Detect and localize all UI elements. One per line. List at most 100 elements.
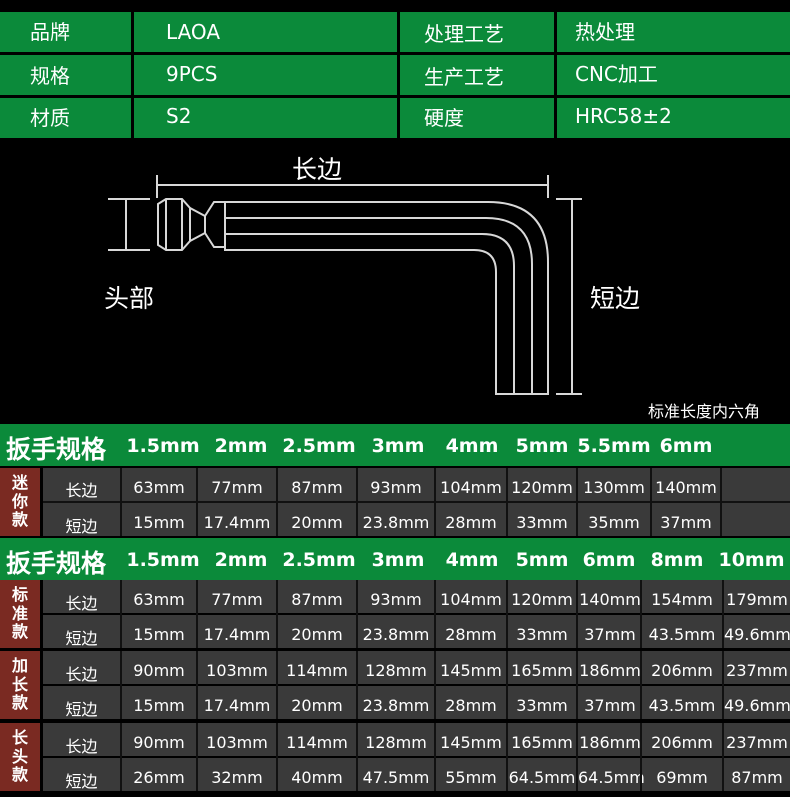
value-cell: 165mm (511, 661, 573, 680)
size-cell: 2mm (214, 435, 268, 457)
size-cell: 5mm (515, 549, 569, 571)
value-cell: 206mm (651, 733, 713, 752)
table-row (43, 758, 790, 791)
category-char: 加 (11, 656, 28, 676)
value-cell: 17.4mm (203, 696, 271, 715)
size-cell: 1.5mm (126, 549, 200, 571)
value-cell: 165mm (511, 733, 573, 752)
value-cell: 35mm (588, 513, 640, 532)
value-cell: 63mm (133, 590, 185, 609)
size-cell: 2.5mm (282, 435, 356, 457)
row-label: 长边 (65, 594, 98, 613)
category-char: 迷 (11, 473, 28, 493)
category-char: 头 (11, 746, 28, 766)
info-value-material: S2 (166, 104, 192, 128)
value-cell: 28mm (445, 625, 497, 644)
category-group: 加长款 (0, 651, 40, 719)
info-value-brand: LAOA (166, 20, 221, 44)
category-group: 标准款 (0, 580, 40, 648)
value-cell: 120mm (511, 478, 573, 497)
info-label-cell: 生产工艺 (400, 55, 554, 95)
value-cell: 104mm (440, 590, 502, 609)
info-label-spec: 规格 (30, 64, 70, 88)
long-side-label: 长边 (292, 155, 343, 184)
table-row (43, 580, 790, 613)
size-cell: 1.5mm (126, 435, 200, 457)
value-cell: 23.8mm (362, 513, 430, 532)
value-cell: 55mm (445, 768, 497, 787)
info-value-production: CNC加工 (575, 62, 658, 86)
value-cell: 47.5mm (362, 768, 430, 787)
value-cell: 145mm (440, 661, 502, 680)
size-cell: 6mm (582, 549, 636, 571)
spec-header-1: 扳手规格 1.5mm 2mm 2.5mm 3mm 4mm 5mm 5.5mm 6… (0, 424, 790, 466)
category-char: 款 (11, 510, 28, 530)
info-value-cell: S2 (134, 98, 397, 138)
table-row (43, 468, 790, 501)
value-cell: 140mm (655, 478, 717, 497)
value-cell: 37mm (584, 696, 636, 715)
size-cell: 5.5mm (577, 435, 651, 457)
value-cell: 33mm (516, 696, 568, 715)
wrench-diagram: 长边 头部 短边 标准长度内六角 (0, 138, 790, 424)
info-label-process: 处理工艺 (424, 22, 504, 46)
info-value-cell: 9PCS (134, 55, 397, 95)
value-cell: 26mm (133, 768, 185, 787)
value-cell: 87mm (291, 478, 343, 497)
value-cell: 128mm (365, 661, 427, 680)
value-cell: 43.5mm (648, 696, 716, 715)
info-label-cell: 规格 (0, 55, 131, 95)
value-cell: 64.5mm (508, 768, 576, 787)
table-row (43, 503, 790, 536)
info-label-cell: 处理工艺 (400, 12, 554, 52)
value-cell: 93mm (370, 478, 422, 497)
mini-group: 迷 你 款 长边 63mm 77mm 87mm 93mm 104mm 120mm… (0, 466, 790, 538)
category-char: 款 (11, 693, 28, 713)
category-char: 你 (11, 491, 28, 511)
value-cell: 28mm (445, 696, 497, 715)
value-cell: 40mm (291, 768, 343, 787)
info-value-cell: LAOA (134, 12, 397, 52)
value-cell: 87mm (731, 768, 783, 787)
value-cell: 145mm (440, 733, 502, 752)
value-cell: 87mm (291, 590, 343, 609)
value-cell: 15mm (133, 513, 185, 532)
value-cell: 49.6mm (724, 696, 790, 715)
table-row (43, 686, 790, 719)
value-cell: 93mm (370, 590, 422, 609)
table-row (43, 723, 790, 756)
value-cell: 63mm (133, 478, 185, 497)
value-cell: 90mm (133, 661, 185, 680)
info-table: 品牌 LAOA 处理工艺 热处理 规格 9PCS 生产工艺 CNC加工 材质 S… (0, 0, 790, 138)
value-cell: 28mm (445, 513, 497, 532)
value-cell: 37mm (660, 513, 712, 532)
value-cell: 69mm (656, 768, 708, 787)
value-cell: 17.4mm (203, 625, 271, 644)
info-label-cell: 材质 (0, 98, 131, 138)
table-row (43, 615, 790, 648)
value-cell: 23.8mm (362, 696, 430, 715)
value-cell: 114mm (286, 733, 348, 752)
value-cell: 33mm (516, 513, 568, 532)
spec-title-2: 扳手规格 (6, 549, 107, 578)
row-label: 短边 (65, 517, 98, 536)
value-cell: 104mm (440, 478, 502, 497)
size-cell: 3mm (371, 549, 425, 571)
size-cell: 6mm (659, 435, 713, 457)
table-row (43, 651, 790, 684)
value-cell: 90mm (133, 733, 185, 752)
value-cell: 23.8mm (362, 625, 430, 644)
category-char: 长 (11, 674, 28, 694)
size-cell: 8mm (650, 549, 704, 571)
value-cell: 103mm (206, 733, 268, 752)
category-char: 款 (11, 765, 28, 785)
value-cell: 140mm (579, 590, 641, 609)
value-cell: 103mm (206, 661, 268, 680)
size-cell: 2mm (214, 549, 268, 571)
value-cell: 237mm (726, 661, 788, 680)
size-cell: 10mm (718, 549, 785, 571)
value-cell: 179mm (726, 590, 788, 609)
value-cell: 237mm (726, 733, 788, 752)
hex-key-illustration (108, 175, 582, 395)
value-cell: 77mm (211, 590, 263, 609)
